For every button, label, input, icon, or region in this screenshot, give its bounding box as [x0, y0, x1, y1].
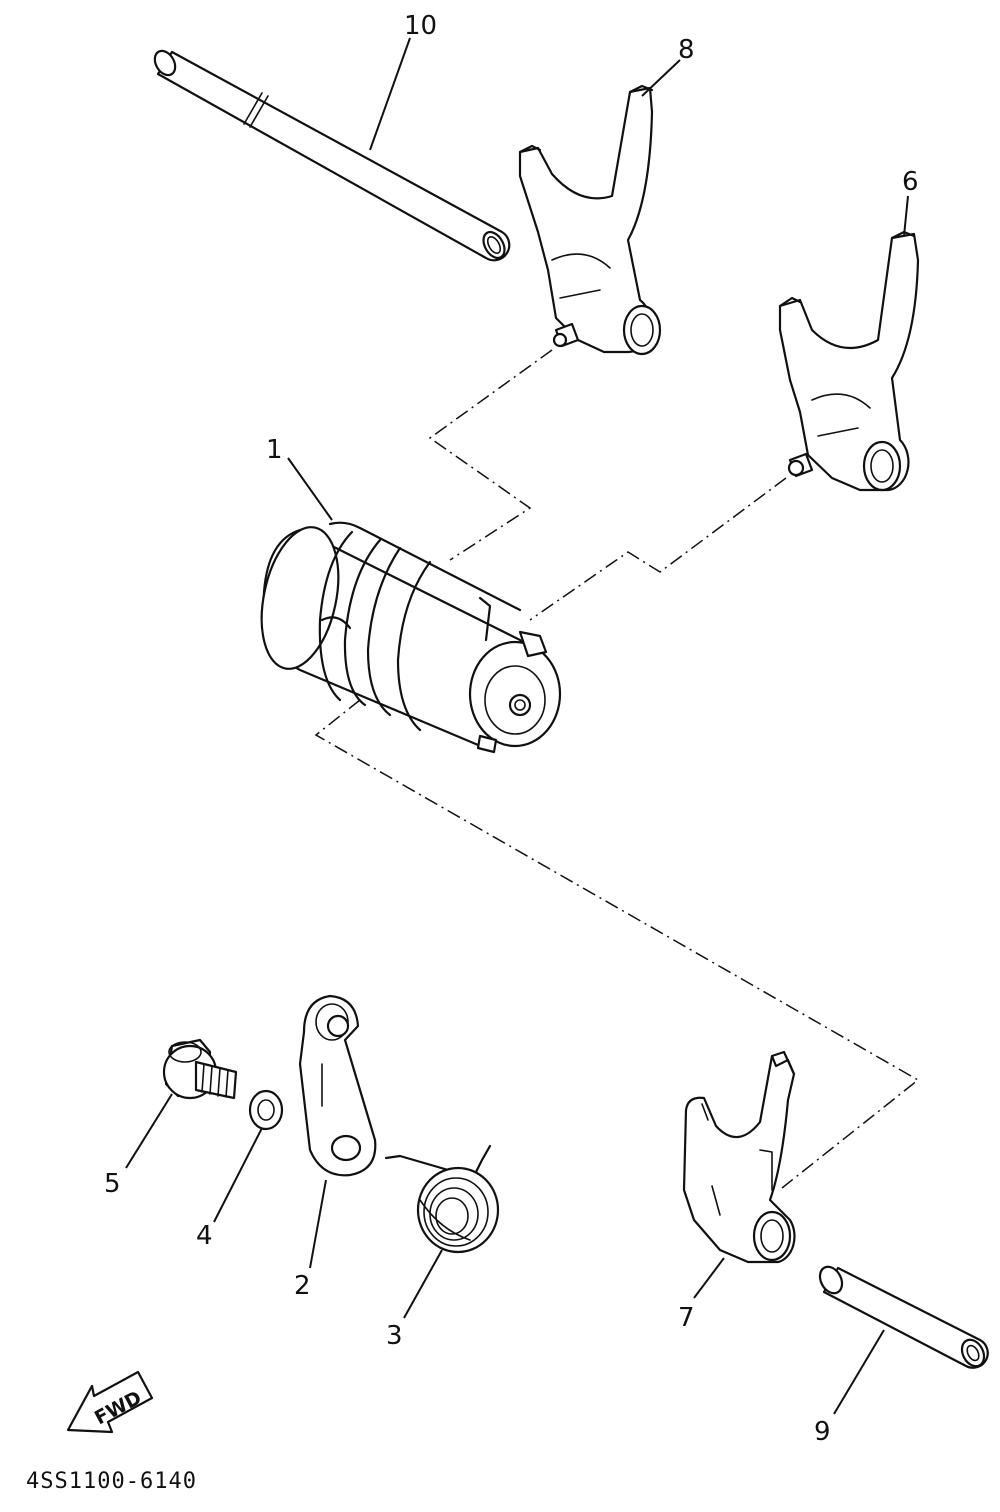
callout-1: 1 [266, 435, 283, 465]
spring-3 [384, 1144, 500, 1254]
leader-lines [125, 37, 909, 1415]
callout-5: 5 [104, 1169, 121, 1199]
callout-4: 4 [196, 1221, 213, 1251]
shift-fork-7 [682, 1050, 796, 1264]
callout-10: 10 [404, 11, 437, 41]
callout-9: 9 [814, 1417, 831, 1447]
guide-bar-9 [818, 1265, 989, 1369]
bolt-5 [162, 1038, 238, 1100]
washer-4 [248, 1089, 284, 1131]
callout-6: 6 [902, 167, 919, 197]
callout-7: 7 [678, 1303, 695, 1333]
callout-8: 8 [678, 35, 695, 65]
segment-2 [298, 994, 377, 1177]
shift-drum-1 [260, 521, 562, 754]
assembly-lines [314, 349, 920, 1189]
drawing-code: 4SS1100-6140 [26, 1469, 197, 1494]
forward-arrow-icon: FWD [66, 1370, 154, 1434]
callout-labels: 10 8 6 1 5 4 2 3 7 9 [104, 11, 919, 1447]
callout-2: 2 [294, 1271, 311, 1301]
callout-3: 3 [386, 1321, 403, 1351]
guide-bar-10 [153, 49, 511, 262]
shift-fork-6 [778, 230, 920, 492]
shift-fork-8 [518, 84, 662, 356]
